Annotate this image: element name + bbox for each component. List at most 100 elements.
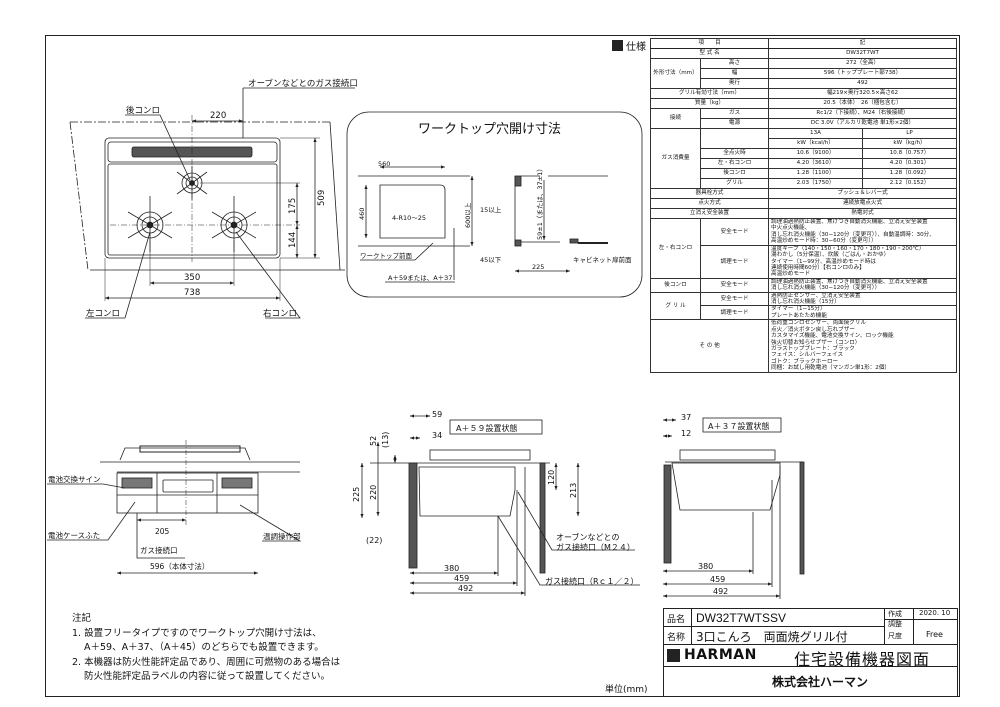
- drawing-frame: [45, 35, 960, 697]
- dim-509: 509: [317, 190, 327, 206]
- part-label: 品名: [667, 615, 686, 625]
- dim-492: 492: [713, 587, 728, 596]
- dim-738: 738: [184, 288, 200, 298]
- grill-label: グ リ ル: [650, 291, 701, 321]
- dim-205: 205: [155, 527, 170, 536]
- note-line: 2. 本機器は防火性能評定品であり、周囲に可燃物のある場合は: [72, 656, 341, 668]
- weight-label: 質量（kg）: [649, 98, 770, 109]
- unit-lp: kW（kg/h）: [862, 138, 958, 149]
- note-line: 防火性能評定品ラベルの内容に従って設置してください。: [84, 671, 330, 682]
- left-burner-label: 左コンロ: [86, 308, 120, 319]
- battery-sign-label: 電池交換サイン: [48, 474, 101, 484]
- ignition-value: 連続放電点火式: [768, 198, 958, 209]
- lr-safety-value: 調理油過熱防止装置、焦げつき自動消火機能、立消え安全装置中火点火機能、消し忘れ消…: [768, 218, 958, 246]
- rear-burner-label: 後コンロ: [126, 105, 160, 116]
- dim-596: 596（本体寸法）: [150, 561, 209, 571]
- dim-52: 52: [369, 436, 378, 446]
- consumption-13a: 10.6（9100）: [768, 148, 864, 159]
- dim-225: 225: [352, 487, 361, 502]
- grill-dim-value: 幅219×奥行320.5×高さ62: [768, 88, 958, 99]
- dim-492: 492: [458, 584, 473, 593]
- dim-45: 45以下: [480, 256, 502, 264]
- dim-600: 600以上: [463, 202, 472, 228]
- cooking-mode-label: 調理モード: [699, 305, 770, 321]
- safety-mode-label: 安全モード: [699, 277, 770, 293]
- height-value: 272（全高）: [768, 58, 958, 69]
- dim-220: 220: [369, 485, 378, 500]
- grill-safety-value: 過熱防止センサー、立消え安全装置消し忘れ消火機能（15分）: [768, 291, 958, 307]
- right-burner-label: 右コンロ: [263, 308, 297, 319]
- doc-title: 住宅設備機器図面: [794, 650, 931, 669]
- dim-380: 380: [698, 562, 713, 571]
- company-logo: 株式会社ハーマン: [772, 675, 869, 689]
- spec-section-label: 仕様: [612, 38, 646, 53]
- dim-59: 59±1（または、37±1）: [536, 165, 544, 240]
- temp-control-label: 温調操作部: [263, 531, 301, 541]
- notes-title: 注記: [72, 613, 92, 624]
- rear-burner-label: 後コンロ: [650, 277, 701, 293]
- safety-mode-label: 安全モード: [699, 218, 770, 246]
- other-label: そ の 他: [649, 319, 770, 373]
- flameout-value: 熱電対式: [768, 208, 958, 219]
- dim-350: 350: [184, 273, 200, 283]
- lr-cooking-value: 温度キープ（140・150・160・170・180・190・200℃）湯わかし（…: [768, 244, 958, 279]
- dim-12: 12: [681, 429, 691, 438]
- consumption-lp: 1.28（0.092）: [862, 168, 958, 179]
- dim-34: 34: [432, 431, 442, 440]
- consumption-13a: 4.20（3610）: [768, 158, 864, 169]
- grill-cooking-value: タイマー（1−15分）プレートあたため機能: [768, 305, 958, 321]
- consumption-label: グリル: [699, 178, 770, 189]
- top-view: オーブンなどとのガス接続口 後コンロ 左コンロ 右コンロ 220 350 738…: [69, 78, 358, 319]
- made-value: 2020. 10: [919, 609, 951, 617]
- dim-15: 15以上: [480, 205, 502, 214]
- rear-safety-value: 調理油過熱防止装置、焦げつき自動消火機能、立消え安全装置消し忘れ消火機能（30−…: [768, 277, 958, 293]
- oven-gas-label-1: オーブンなどとの: [556, 532, 619, 542]
- consumption-label: 後コンロ: [699, 168, 770, 179]
- header-note: 記: [768, 38, 958, 49]
- gas-consumption-label: ガス消費量: [650, 128, 701, 189]
- valve-value: プッシュ＆レバー式: [768, 188, 958, 199]
- ignition-label: 点火方式: [649, 198, 770, 209]
- dim-22: (22): [366, 536, 382, 545]
- dim-144: 144: [288, 232, 298, 248]
- side-view-a59: A＋５９設置状態 59 34 52 (13) 220 225 (22) 120 …: [352, 410, 640, 596]
- dim-460: 460: [358, 208, 366, 220]
- connection-label: 接続: [650, 108, 701, 129]
- name-value: 3口こんろ 両面焼グリル付: [696, 630, 848, 644]
- a37-title: A＋３７設置状態: [708, 421, 769, 431]
- cooktop-outline: [104, 137, 281, 259]
- dim-120: 120: [547, 470, 556, 485]
- unit-label: 単位(mm): [605, 685, 648, 695]
- header-item: 項 目: [649, 38, 770, 49]
- dim-213: 213: [569, 483, 578, 498]
- blank-cell: [699, 128, 770, 149]
- note-line: 1. 設置フリータイプですのでワークトップ穴開け寸法は、: [72, 627, 322, 639]
- width-label: 幅: [699, 68, 770, 79]
- power-label: 電源: [699, 118, 770, 129]
- unit-13a: kW（kcal/h）: [768, 138, 864, 149]
- other-value: 低荷重コンロセンサー、両面焼グリル点火／消火ボタン戻し忘れブザーカスタマイズ機能…: [768, 319, 958, 373]
- gas-type-lp: LP: [862, 128, 958, 139]
- consumption-13a: 2.03（1750）: [768, 178, 864, 189]
- lr-burner-label: 左・右コンロ: [650, 218, 701, 279]
- consumption-13a: 1.28（1100）: [768, 168, 864, 179]
- consumption-lp: 2.12（0.152）: [862, 178, 958, 189]
- dim-220: 220: [210, 111, 226, 121]
- brand-logo: HARMAN: [684, 647, 757, 663]
- note-line: A＋59、A＋37、（A＋45）のどちらでも設置できます。: [84, 642, 324, 653]
- cutout-diagram: ワークトップ穴開け寸法 560 460 600以上 4-R10〜25 ワークトッ…: [346, 111, 643, 298]
- dim-459: 459: [710, 575, 725, 584]
- scale-label: 尺度: [888, 632, 902, 640]
- title-block: 品名 DW32T7WTSSV 名称 3口こんろ 両面焼グリル付 作成 2020.…: [663, 608, 958, 697]
- dim-560: 560: [378, 160, 390, 168]
- depth-value: 492: [768, 78, 958, 89]
- harman-logo-icon: [667, 649, 680, 662]
- width-value: 596（トッププレート部738）: [768, 68, 958, 79]
- front-view: 電池交換サイン 電池ケースふた ガス接続口 温調操作部 205 596（本体寸法…: [47, 440, 302, 575]
- battery-cover-label: 電池ケースふた: [48, 530, 100, 540]
- power-value: DC 3.0V（アルカリ乾電池 単1形×2個）: [768, 118, 958, 129]
- consumption-label: 左・右コンロ: [699, 158, 770, 169]
- a59-title: A＋５９設置状態: [456, 423, 517, 433]
